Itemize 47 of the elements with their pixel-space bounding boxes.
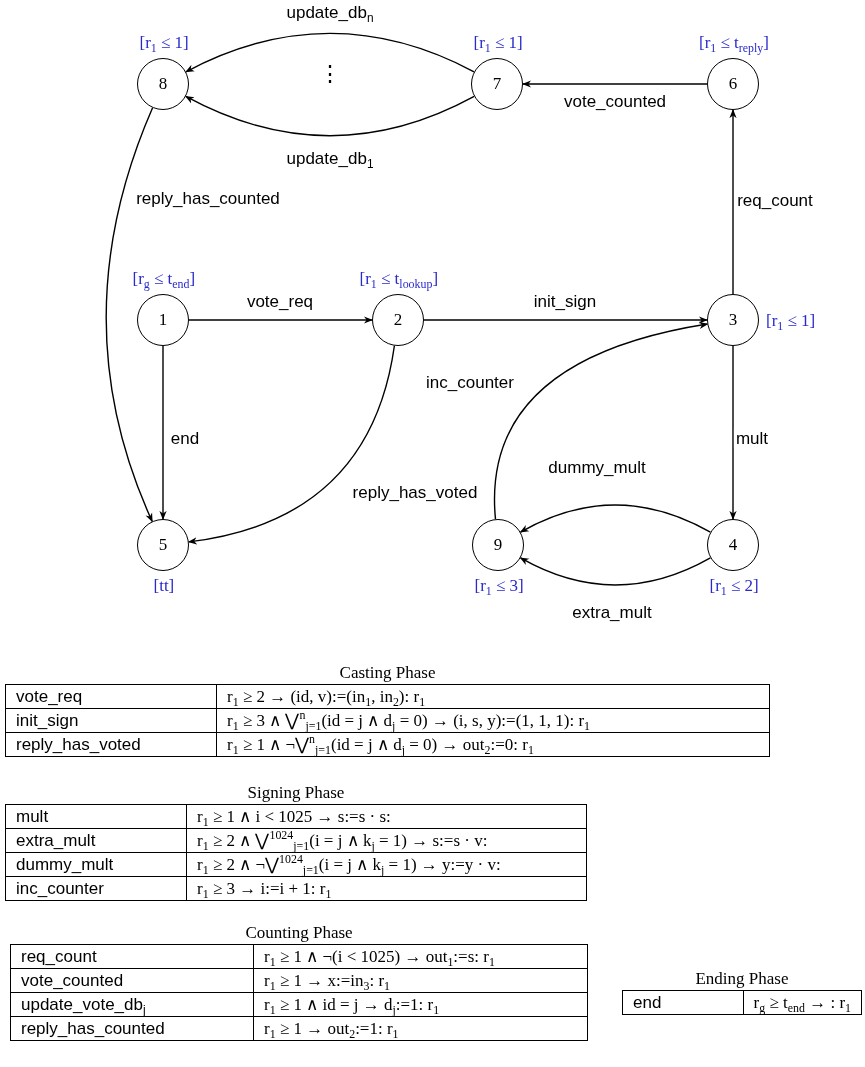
table-title: Counting Phase: [245, 923, 353, 943]
invariant-label: [r$_{1}$ ≤ 1]: [139, 33, 189, 53]
ellipsis-mark: ⋮: [319, 64, 341, 84]
arrow: [729, 345, 737, 520]
invariant-label: [tt]: [153, 576, 175, 596]
arrow: [187, 345, 396, 545]
arrow: [105, 107, 154, 523]
state-number: 6: [727, 74, 739, 94]
table-title: Ending Phase: [695, 969, 789, 989]
transition-name: vote_counted: [10, 968, 254, 993]
transition-name: reply_has_counted: [10, 1016, 254, 1041]
arrow: [188, 316, 373, 324]
transition-name: req_count: [10, 944, 254, 969]
transition-name: vote_req: [5, 684, 217, 709]
state-number: 4: [727, 535, 739, 555]
state-number: 3: [727, 310, 739, 330]
arrow: [493, 322, 709, 520]
arrow: [519, 557, 712, 586]
arrow: [423, 316, 708, 324]
invariant-label: [r$_{1}$ ≤ 1]: [473, 33, 523, 53]
arrow: [159, 345, 167, 520]
transition-name: inc_counter: [5, 876, 187, 901]
transition-name: extra_mult: [5, 828, 187, 853]
transition-name: mult: [5, 804, 187, 829]
transition-name: init_sign: [5, 708, 217, 733]
invariant-label: [r$_{1}$ ≤ t$_{reply}$]: [699, 33, 769, 53]
table-title: Signing Phase: [247, 783, 345, 803]
state-number: 9: [492, 535, 504, 555]
arrow: [522, 80, 708, 88]
state-number: 1: [157, 310, 169, 330]
state-number: 5: [157, 535, 169, 555]
arrow: [519, 504, 712, 533]
state-number: 7: [491, 74, 503, 94]
table-title: Casting Phase: [339, 663, 436, 683]
invariant-label: [r$_{1}$ ≤ 3]: [474, 576, 524, 596]
arrow: [185, 32, 475, 73]
state-number: 2: [392, 310, 404, 330]
arrow: [185, 95, 475, 137]
invariant-label: [r$_{1}$ ≤ 2]: [709, 576, 759, 596]
state-number: 8: [157, 74, 169, 94]
invariant-label: [r$_{g}$ ≤ t$_{end}$]: [132, 269, 196, 289]
transition-name: reply_has_voted: [5, 732, 217, 757]
transition-name: end: [622, 990, 744, 1015]
invariant-label: [r$_{1}$ ≤ 1]: [766, 311, 816, 331]
transition-name: dummy_mult: [5, 852, 187, 877]
invariant-label: [r$_{1}$ ≤ t$_{lookup}$]: [359, 269, 439, 289]
arrow: [729, 109, 737, 295]
